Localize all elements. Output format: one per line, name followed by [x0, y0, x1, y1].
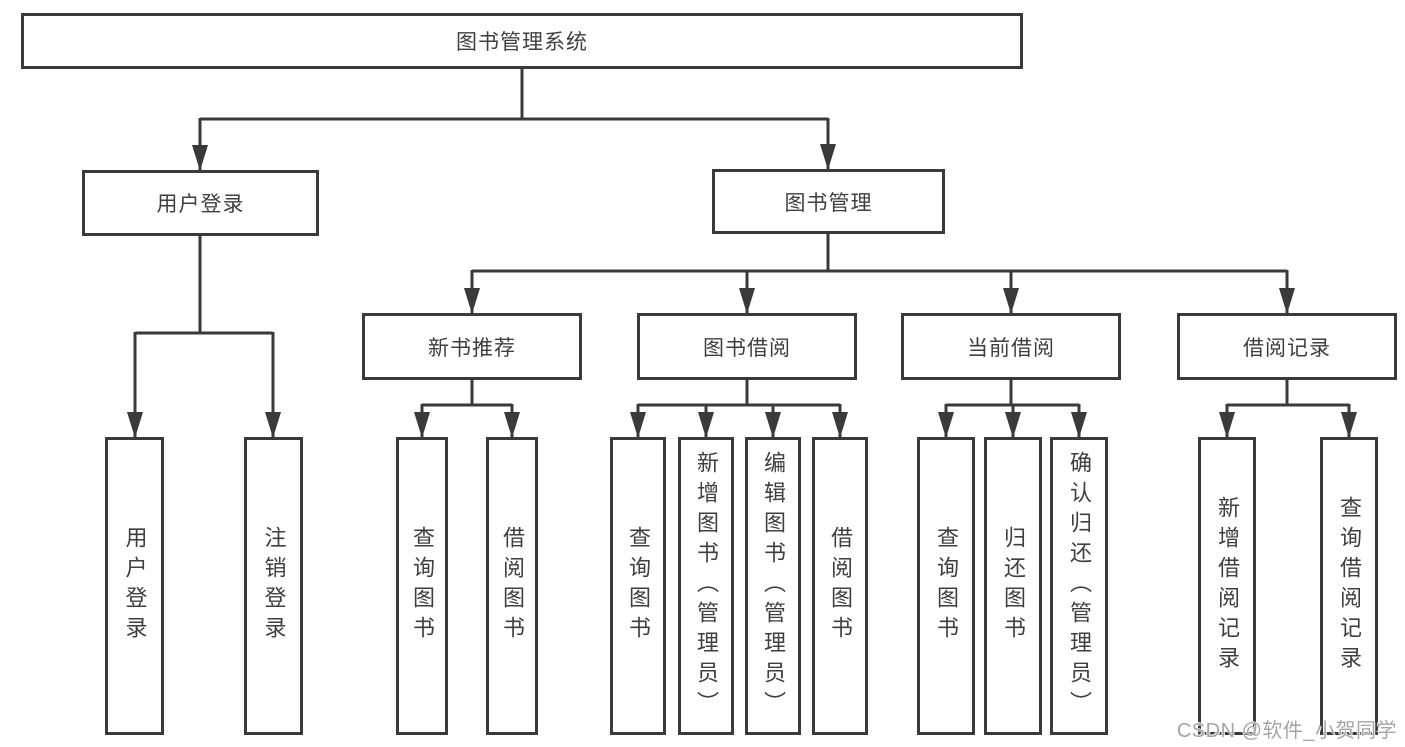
node-borrow-record: 借阅记录 [1177, 313, 1397, 380]
leaf-bb-query-books: 查询图书 [610, 437, 666, 735]
leaf-bb-add-books-label: 新增图书（管理员） [694, 451, 719, 721]
node-book-borrow-label: 图书借阅 [703, 336, 791, 360]
leaf-rec-borrow-books-label: 借阅图书 [500, 526, 525, 646]
node-user-login: 用户登录 [82, 170, 319, 236]
node-borrow-record-label: 借阅记录 [1243, 336, 1331, 360]
node-book-mgmt: 图书管理 [712, 169, 945, 234]
leaf-br-add-record: 新增借阅记录 [1198, 437, 1256, 735]
leaf-br-query-record-label: 查询借阅记录 [1337, 496, 1362, 676]
node-new-book-rec: 新书推荐 [362, 313, 582, 380]
leaf-cb-return-books: 归还图书 [984, 437, 1042, 735]
leaf-cb-query-books-label: 查询图书 [934, 526, 959, 646]
leaf-logout: 注销登录 [244, 437, 303, 735]
leaf-bb-query-books-label: 查询图书 [626, 526, 651, 646]
node-current-borrow-label: 当前借阅 [967, 336, 1055, 360]
leaf-user-login: 用户登录 [105, 437, 164, 735]
leaf-br-add-record-label: 新增借阅记录 [1215, 496, 1240, 676]
leaf-rec-query-books: 查询图书 [396, 437, 448, 735]
leaf-cb-confirm-return-label: 确认归还（管理员） [1067, 451, 1092, 721]
leaf-bb-edit-books: 编辑图书（管理员） [745, 437, 801, 735]
csdn-watermark: CSDN @软件_小贺同学 [1176, 720, 1397, 742]
node-user-login-label: 用户登录 [156, 193, 245, 216]
leaf-bb-borrow-books: 借阅图书 [812, 437, 868, 735]
node-current-borrow: 当前借阅 [901, 313, 1121, 380]
leaf-user-login-label: 用户登录 [122, 526, 148, 646]
leaf-cb-return-books-label: 归还图书 [1001, 526, 1026, 646]
leaf-cb-query-books: 查询图书 [917, 437, 975, 735]
node-book-mgmt-label: 图书管理 [784, 191, 873, 215]
node-root-label: 图书管理系统 [456, 31, 588, 54]
leaf-rec-borrow-books: 借阅图书 [486, 437, 538, 735]
leaf-logout-label: 注销登录 [261, 526, 287, 646]
leaf-bb-edit-books-label: 编辑图书（管理员） [761, 451, 786, 721]
leaf-rec-query-books-label: 查询图书 [410, 526, 435, 646]
node-book-borrow: 图书借阅 [637, 313, 857, 380]
leaf-bb-add-books: 新增图书（管理员） [678, 437, 734, 735]
node-new-book-rec-label: 新书推荐 [428, 336, 516, 360]
leaf-br-query-record: 查询借阅记录 [1320, 437, 1378, 735]
leaf-cb-confirm-return: 确认归还（管理员） [1050, 437, 1108, 735]
node-root: 图书管理系统 [21, 13, 1023, 69]
leaf-bb-borrow-books-label: 借阅图书 [828, 526, 853, 646]
